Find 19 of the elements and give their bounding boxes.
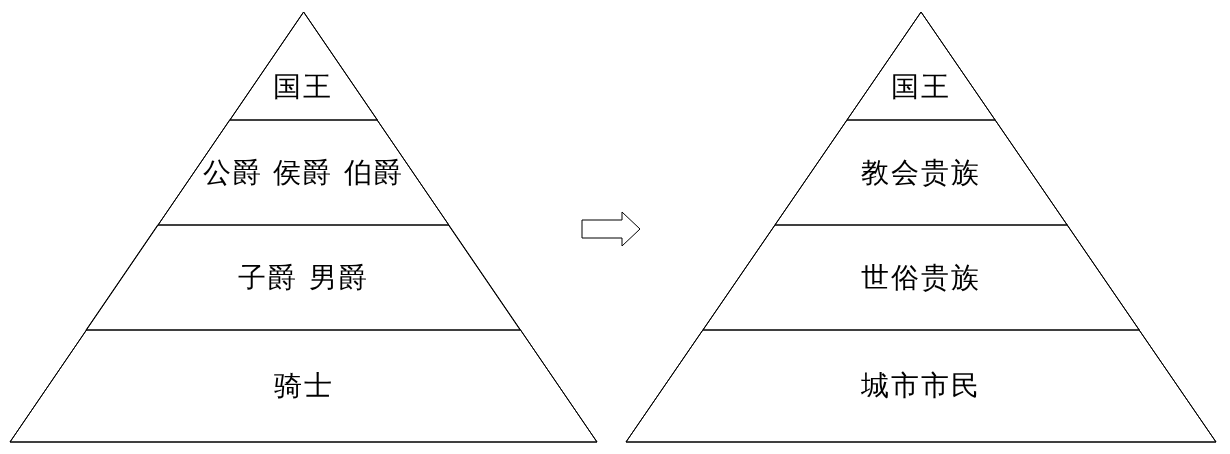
tier-label: 骑士 [273,368,334,404]
tier-label: 世俗贵族 [861,259,981,296]
pyramid-tier [702,225,1140,330]
block-arrow [581,211,641,247]
pyramid-tier [626,330,1216,442]
tier-label: 子爵 男爵 [238,259,369,296]
pyramid-tier [158,120,449,225]
pyramid-tier [846,12,996,120]
tier-label: 国王 [891,69,951,105]
tier-label: 公爵 侯爵 伯爵 [202,154,405,191]
pyramid-tier [229,12,378,120]
pyramid-tier [86,225,521,330]
pyramid-triangle [626,12,1216,442]
pyramid-tier [774,120,1068,225]
tier-label: 城市市民 [861,368,981,404]
tier-label: 国王 [273,69,334,105]
pyramid-triangle [10,12,597,442]
tier-label: 教会贵族 [861,154,981,191]
pyramid-tier [10,330,597,442]
